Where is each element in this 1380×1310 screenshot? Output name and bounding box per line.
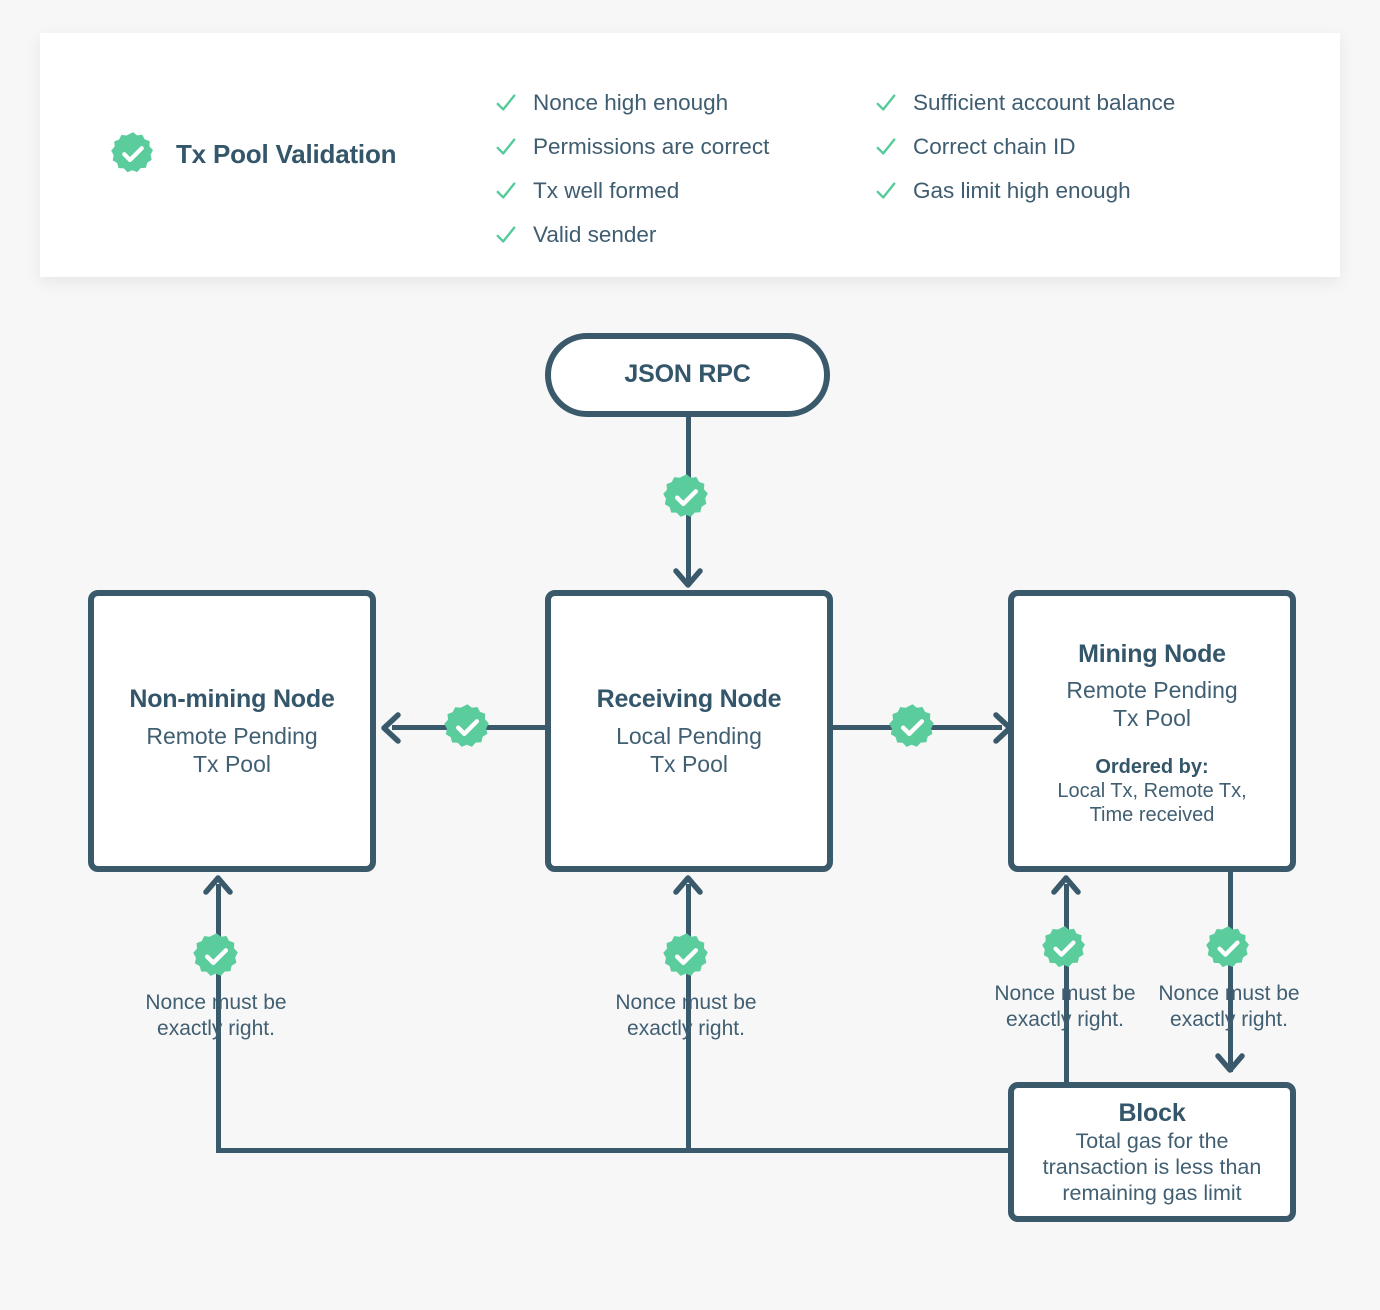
- note-nonce-mining-out: Nonce must be exactly right.: [1158, 982, 1300, 1031]
- note-nonce-non-mining: Nonce must be exactly right.: [145, 991, 287, 1040]
- validation-item: Permissions are correct: [495, 129, 875, 165]
- check-icon: [496, 94, 516, 111]
- validation-item: Valid sender: [495, 217, 875, 253]
- node-non-mining-subtitle-1: Remote Pending: [146, 722, 318, 749]
- check-badge-icon-receiving-to-mining: [889, 704, 934, 747]
- arrowhead-up-mining: [1051, 875, 1081, 895]
- node-block-subtitle-2: transaction is less than: [1042, 1154, 1262, 1179]
- validation-item-label: Gas limit high enough: [913, 178, 1131, 203]
- ordered-by-line-2: Time received: [1089, 804, 1215, 827]
- arrowhead-down-block: [1215, 1053, 1245, 1073]
- ordered-by-line-1: Local Tx, Remote Tx,: [1057, 780, 1247, 803]
- validation-item-label: Sufficient account balance: [913, 90, 1176, 115]
- note-nonce-receiving: Nonce must be exactly right.: [615, 991, 757, 1040]
- node-mining-subtitle-1: Remote Pending: [1066, 677, 1238, 704]
- validation-item: Sufficient account balance: [875, 85, 1295, 121]
- validation-item: Nonce high enough: [495, 85, 875, 121]
- check-icon: [876, 94, 896, 111]
- node-non-mining[interactable]: Non-mining Node Remote Pending Tx Pool: [88, 590, 376, 872]
- edge-block-to-mining: [1064, 884, 1069, 1150]
- edge-block-to-non-mining: [216, 884, 221, 1150]
- node-block-subtitle-3: remaining gas limit: [1062, 1180, 1242, 1205]
- check-icon: [496, 138, 516, 155]
- validation-item-label: Correct chain ID: [913, 134, 1076, 159]
- return-bus-horizontal: [216, 1148, 1011, 1153]
- note-nonce-mining-in: Nonce must be exactly right.: [994, 982, 1136, 1031]
- ordered-by-label: Ordered by:: [1095, 756, 1209, 779]
- node-receiving-subtitle-1: Local Pending: [616, 722, 762, 749]
- check-badge-icon-block-to-mining: [1042, 926, 1085, 968]
- validation-item: Tx well formed: [495, 173, 875, 209]
- node-json-rpc-title: JSON RPC: [624, 360, 751, 389]
- edge-mining-to-block: [1228, 872, 1233, 1072]
- node-json-rpc[interactable]: JSON RPC: [545, 333, 830, 417]
- validation-item-label: Tx well formed: [533, 178, 680, 203]
- node-receiving-title: Receiving Node: [596, 685, 782, 714]
- edge-block-to-receiving: [686, 884, 691, 1150]
- check-icon: [496, 226, 516, 243]
- validation-column-2: Sufficient account balance Correct chain…: [875, 85, 1295, 253]
- check-badge-icon-block-to-receiving: [663, 933, 708, 976]
- validation-item: Correct chain ID: [875, 129, 1295, 165]
- node-receiving-subtitle-2: Tx Pool: [650, 750, 728, 777]
- check-badge-icon-receiving-to-non-mining: [444, 704, 489, 747]
- validation-title-group: Tx Pool Validation: [110, 131, 397, 177]
- node-non-mining-subtitle-2: Tx Pool: [193, 750, 271, 777]
- arrowhead-down-receiving: [673, 568, 703, 588]
- check-badge-icon-rpc-to-receiving: [663, 474, 708, 517]
- node-block-title: Block: [1118, 1098, 1186, 1127]
- node-block[interactable]: Block Total gas for the transaction is l…: [1008, 1082, 1296, 1222]
- node-mining-title: Mining Node: [1078, 640, 1226, 668]
- node-block-subtitle-1: Total gas for the: [1075, 1128, 1229, 1153]
- validation-item-label: Permissions are correct: [533, 134, 770, 159]
- arrowhead-left-non-mining: [381, 712, 401, 744]
- check-badge-icon: [111, 132, 154, 173]
- check-icon: [876, 182, 896, 199]
- arrowhead-up-non-mining: [203, 875, 233, 895]
- arrowhead-up-receiving: [673, 875, 703, 895]
- validation-column-1: Nonce high enough Permissions are correc…: [495, 85, 875, 253]
- node-mining-ordered-by: Ordered by: Local Tx, Remote Tx, Time re…: [1057, 756, 1246, 827]
- node-non-mining-title: Non-mining Node: [129, 685, 335, 714]
- node-mining[interactable]: Mining Node Remote Pending Tx Pool Order…: [1008, 590, 1296, 872]
- check-badge-icon-block-to-non-mining: [193, 933, 238, 976]
- check-icon: [496, 182, 516, 199]
- tx-pool-validation-card: Tx Pool Validation Nonce high enough Per…: [40, 33, 1340, 277]
- check-icon: [876, 138, 896, 155]
- node-mining-subtitle-2: Tx Pool: [1113, 705, 1191, 732]
- validation-item: Gas limit high enough: [875, 173, 1295, 209]
- validation-title: Tx Pool Validation: [176, 138, 397, 169]
- validation-item-label: Nonce high enough: [533, 90, 729, 115]
- validation-item-label: Valid sender: [533, 222, 657, 247]
- node-receiving[interactable]: Receiving Node Local Pending Tx Pool: [545, 590, 833, 872]
- check-badge-icon-mining-to-block: [1206, 926, 1249, 968]
- validation-checklist: Nonce high enough Permissions are correc…: [495, 85, 1295, 253]
